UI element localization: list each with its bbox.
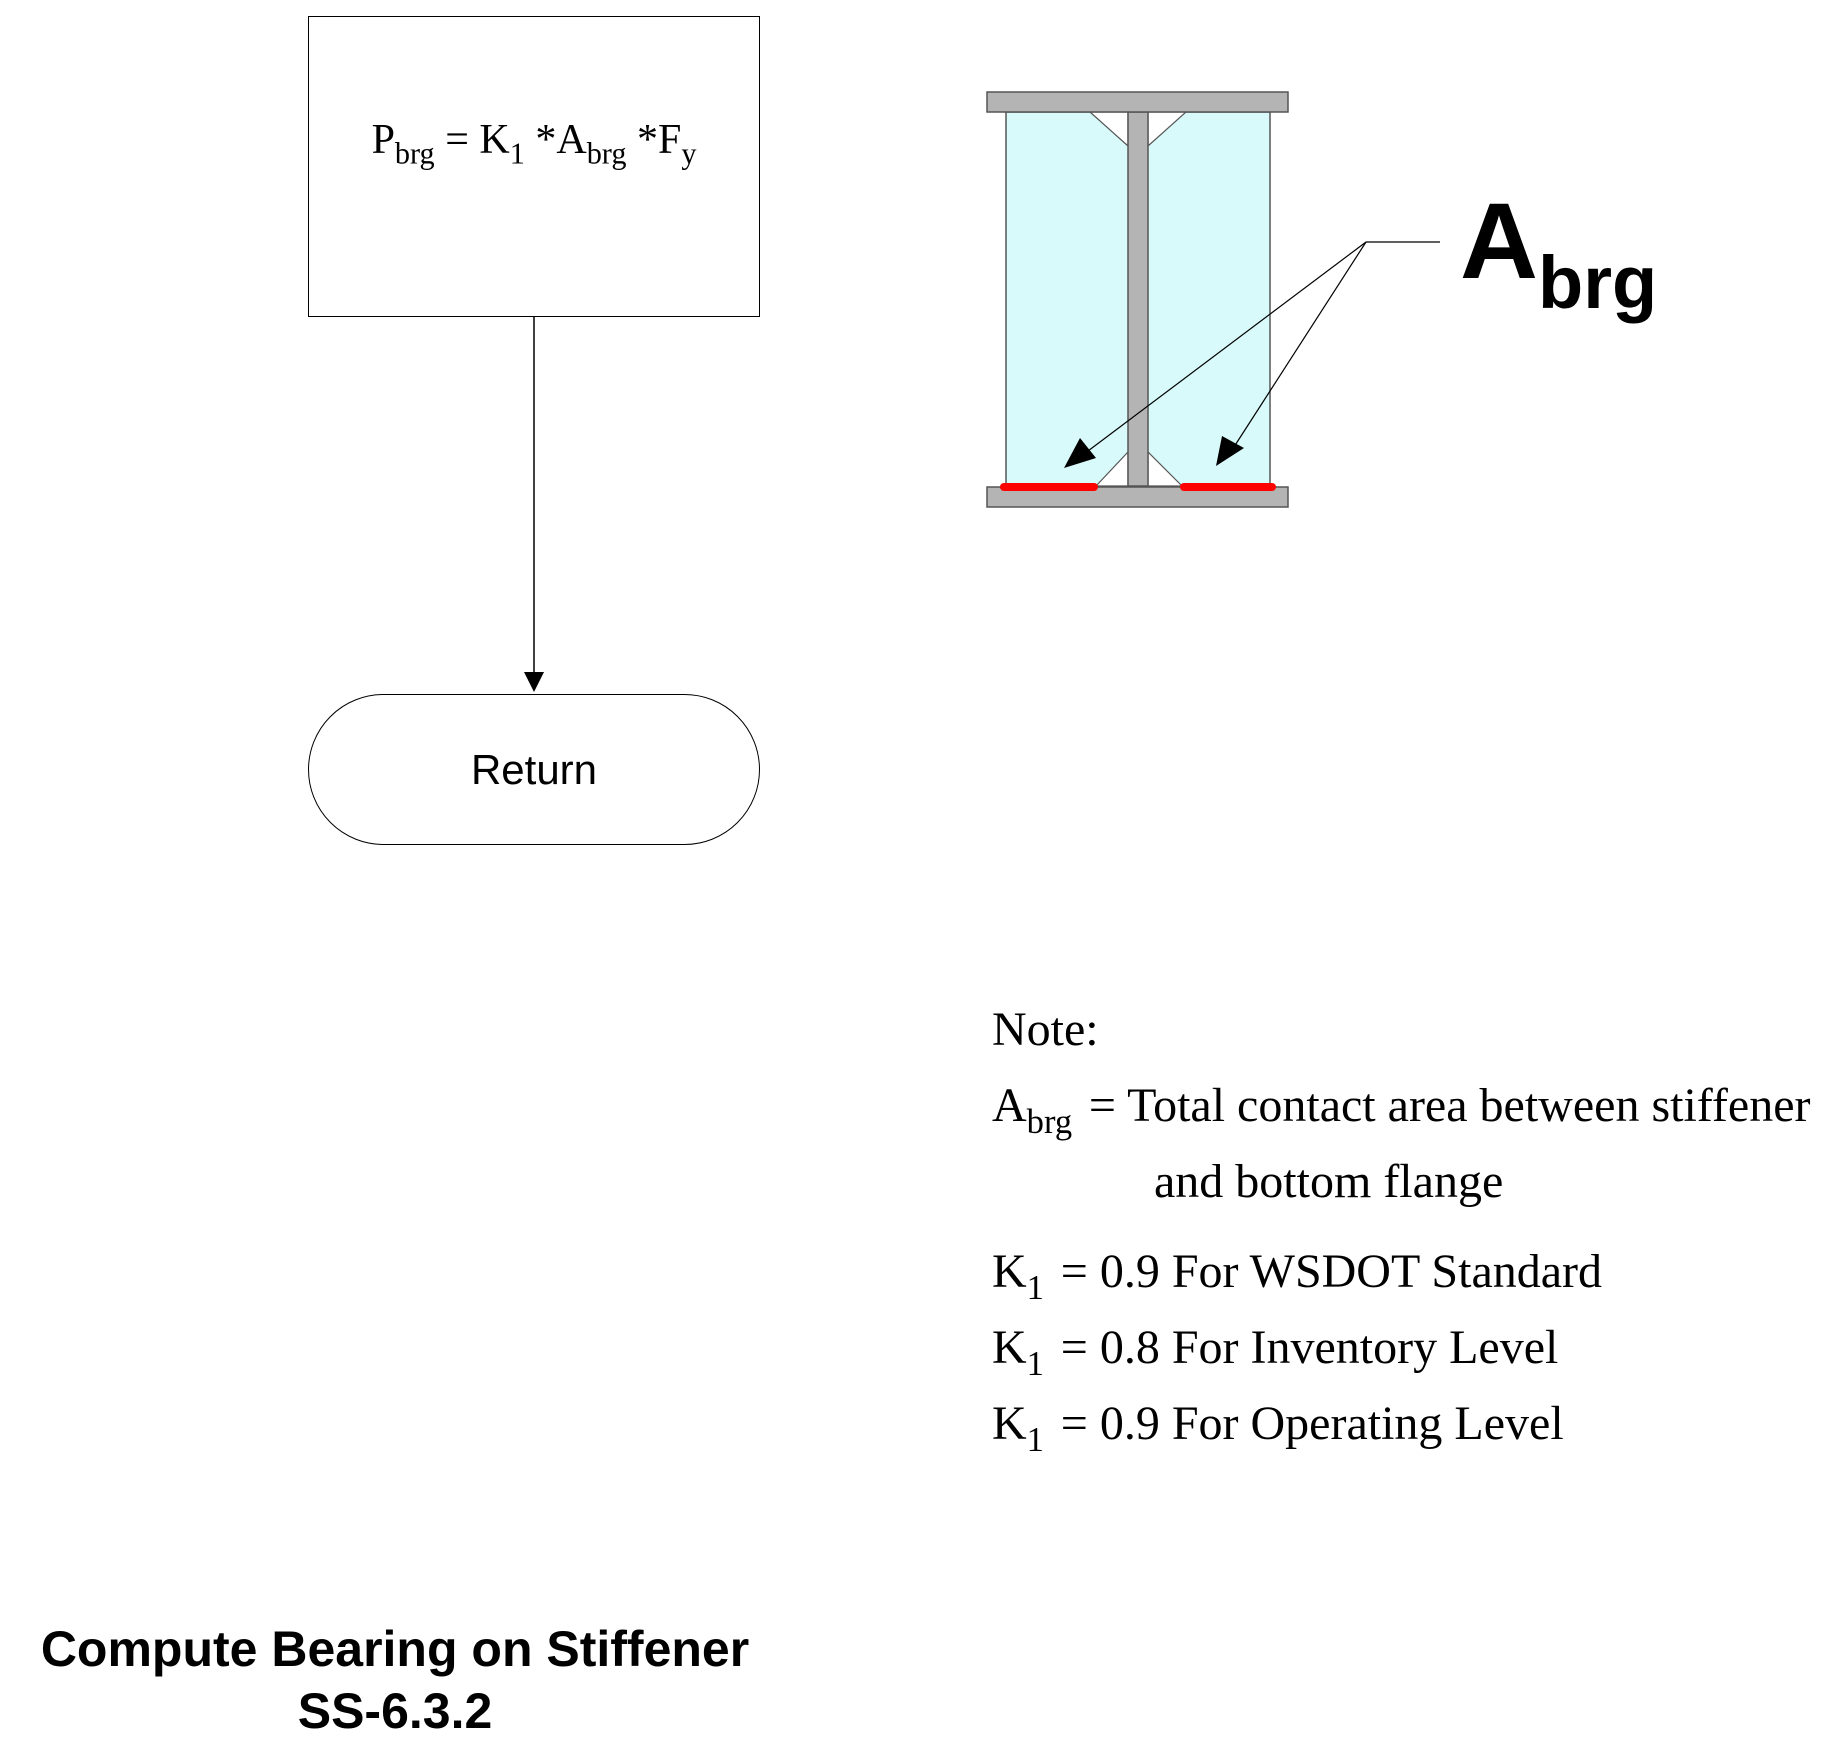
abrg-figure-label: Abrg xyxy=(1460,178,1657,324)
bottom-flange xyxy=(986,486,1289,508)
note-block: Note: Abrg = Total contact area between s… xyxy=(992,992,1811,1462)
leader-right xyxy=(1231,241,1367,451)
note-abrg-sub: brg xyxy=(1026,1103,1073,1142)
note-abrg-continuation: and bottom flange xyxy=(1154,1155,1504,1208)
formula-f: F xyxy=(657,117,682,163)
note-k-text: = 0.8 For Inventory Level xyxy=(1060,1321,1559,1374)
note-k-text: = 0.9 For WSDOT Standard xyxy=(1060,1245,1603,1298)
note-abrg-symbol: A xyxy=(992,1079,1027,1132)
return-terminal: Return xyxy=(308,694,760,845)
formula-times-2: * xyxy=(636,117,658,163)
note-k-sub: 1 xyxy=(1026,1269,1044,1308)
note-k-symbol: K xyxy=(992,1397,1027,1450)
note-k-line: K1 = 0.9 For WSDOT Standard xyxy=(992,1234,1811,1310)
page-title: Compute Bearing on Stiffener SS-6.3.2 xyxy=(20,1618,770,1742)
abrg-label-main: A xyxy=(1460,180,1538,301)
note-k-sub: 1 xyxy=(1026,1345,1044,1384)
leader-left xyxy=(1083,241,1367,455)
abrg-label-sub: brg xyxy=(1538,241,1658,324)
bearing-formula: Pbrg = K1 *Abrg *Fy xyxy=(308,116,760,169)
return-label: Return xyxy=(470,745,598,793)
formula-a-sub: brg xyxy=(586,136,627,171)
note-k-sub: 1 xyxy=(1026,1421,1044,1460)
formula-equals: = xyxy=(445,117,469,163)
title-line-2: SS-6.3.2 xyxy=(297,1683,493,1739)
note-k-text: = 0.9 For Operating Level xyxy=(1060,1397,1564,1450)
formula-lhs: P xyxy=(371,117,395,163)
note-abrg-definition: Abrg = Total contact area between stiffen… xyxy=(992,1068,1811,1144)
note-abrg-text: = Total contact area between stiffener xyxy=(1088,1079,1811,1132)
note-heading: Note: xyxy=(992,1003,1099,1056)
formula-a: A xyxy=(556,117,587,163)
web-plate xyxy=(1127,111,1149,487)
flow-arrowhead xyxy=(524,672,544,692)
note-k-line: K1 = 0.9 For Operating Level xyxy=(992,1386,1811,1462)
title-line-1: Compute Bearing on Stiffener xyxy=(40,1621,750,1677)
leader-arrowhead-left xyxy=(1064,438,1096,468)
leader-arrowhead-right xyxy=(1216,436,1244,466)
process-box xyxy=(308,16,760,317)
formula-f-sub: y xyxy=(681,136,697,171)
top-flange xyxy=(986,91,1289,113)
note-k-symbol: K xyxy=(992,1321,1027,1374)
note-k-line: K1 = 0.8 For Inventory Level xyxy=(992,1310,1811,1386)
formula-lhs-sub: brg xyxy=(394,136,435,171)
formula-times-1: * xyxy=(535,117,557,163)
formula-k-sub: 1 xyxy=(509,136,525,171)
formula-k: K xyxy=(479,117,510,163)
note-k-symbol: K xyxy=(992,1245,1027,1298)
